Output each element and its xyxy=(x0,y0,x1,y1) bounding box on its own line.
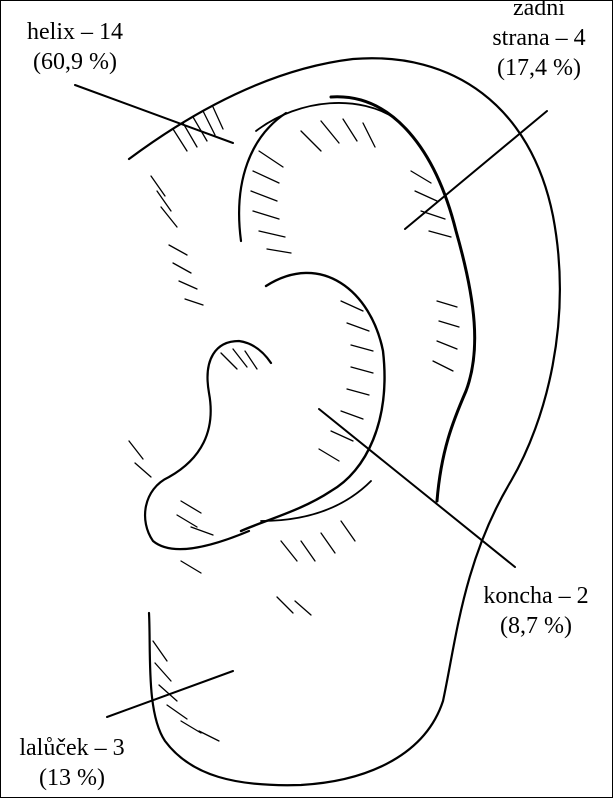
leader-line-concha xyxy=(319,409,515,567)
label-lobule-name: lalůček – 3 xyxy=(7,733,137,763)
ear-outer-contour xyxy=(129,58,560,785)
label-helix-name: helix – 14 xyxy=(9,17,141,47)
leader-line-helix xyxy=(75,85,233,143)
label-lobule: lalůček – 3 (13 %) xyxy=(7,733,137,793)
leader-line-lobule xyxy=(107,671,233,717)
label-lobule-pct: (13 %) xyxy=(7,763,137,793)
label-back-name-top: zadní xyxy=(469,0,609,23)
leader-line-back xyxy=(405,111,547,229)
label-back-name-bottom: strana – 4 xyxy=(469,23,609,53)
label-helix: helix – 14 (60,9 %) xyxy=(9,17,141,77)
label-helix-pct: (60,9 %) xyxy=(9,47,141,77)
label-concha-pct: (8,7 %) xyxy=(461,611,611,641)
tragus-outline xyxy=(145,341,271,549)
label-back-side: zadní strana – 4 (17,4 %) xyxy=(469,0,609,83)
concha-hatching xyxy=(177,301,373,561)
label-concha: koncha – 2 (8,7 %) xyxy=(461,581,611,641)
concha-rim xyxy=(241,273,384,531)
label-back-pct: (17,4 %) xyxy=(469,53,609,83)
label-concha-name: koncha – 2 xyxy=(461,581,611,611)
antihelix-crus xyxy=(239,113,286,241)
